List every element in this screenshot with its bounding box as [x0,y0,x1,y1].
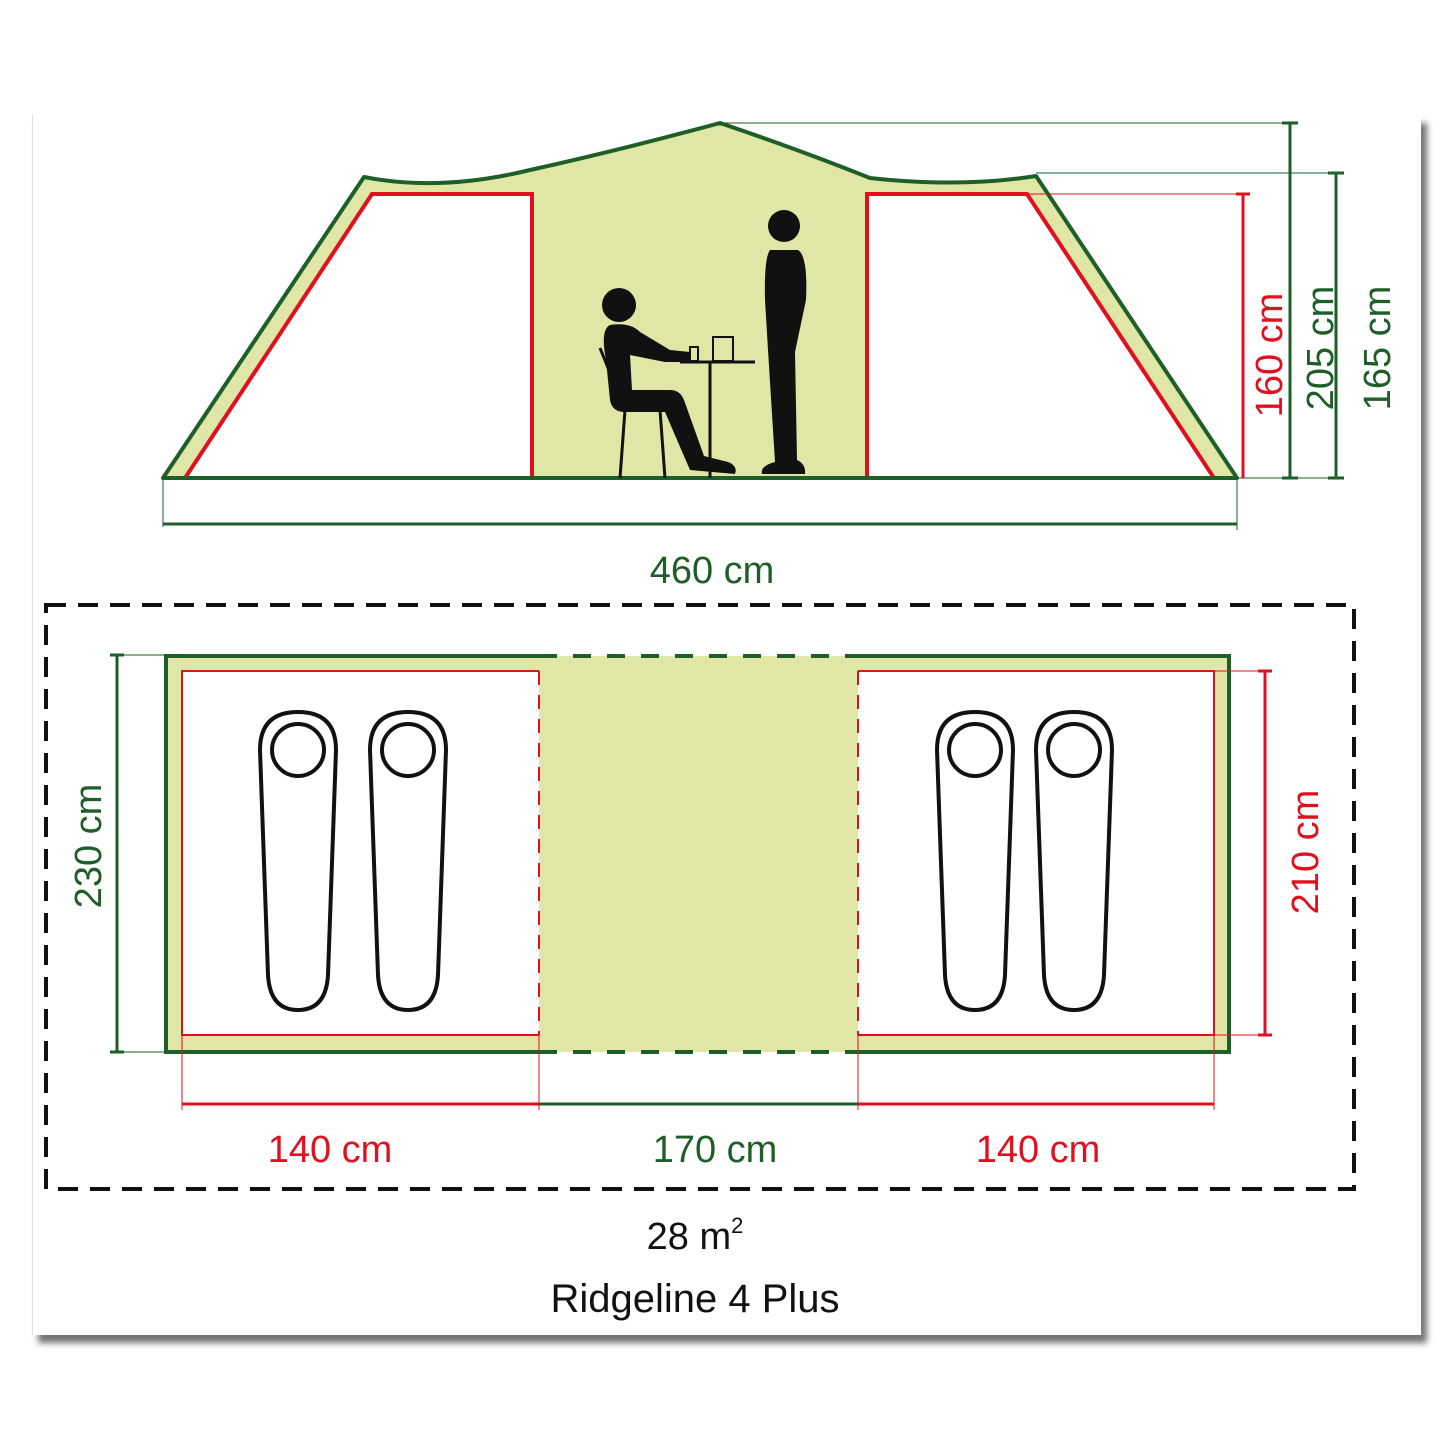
sleeping-bag-icon [934,709,1016,1013]
right-bedroom-side [865,192,1218,480]
eave-height-label: 165 cm [1357,286,1399,411]
left-bedroom-length-label: 140 cm [268,1129,393,1171]
width-dimension: 230 cm [68,653,166,1054]
length-label: 460 cm [650,550,775,592]
model-name: Ridgeline 4 Plus [550,1277,839,1321]
sleeping-bag-icon [257,709,339,1013]
living-length-label: 170 cm [653,1129,778,1171]
left-bedroom-plan [181,670,540,1036]
standing-person-icon [761,210,807,474]
side-view: 460 cm 160 cm 205 cm 165 cm [161,121,1399,592]
area-superscript: 2 [731,1213,743,1238]
sleeping-bag-icon [367,709,449,1013]
right-bedroom-plan [857,670,1215,1036]
bedroom-height-label: 160 cm [1249,293,1291,418]
footprint-outline [44,603,1356,1191]
footer: 28 m2 Ridgeline 4 Plus [550,1213,839,1321]
ridge-height-label: 205 cm [1300,286,1342,411]
bedroom-width-label: 210 cm [1285,790,1327,915]
total-width-label: 230 cm [68,784,110,909]
seated-person-icon [598,288,755,479]
height-dimensions: 160 cm 205 cm 165 cm [720,121,1399,480]
right-bedroom-length-label: 140 cm [976,1129,1101,1171]
bedroom-width-dimension: 210 cm [1214,669,1327,1037]
left-bedroom-side [181,192,534,480]
area-label: 28 m2 [647,1213,744,1258]
floor-plan: 230 cm 210 cm 140 cm 170 cm 140 cm [44,603,1356,1191]
length-dimension: 460 cm [162,478,1238,592]
length-segments: 140 cm 170 cm 140 cm [181,1035,1215,1171]
sleeping-bag-icon [1033,709,1115,1013]
